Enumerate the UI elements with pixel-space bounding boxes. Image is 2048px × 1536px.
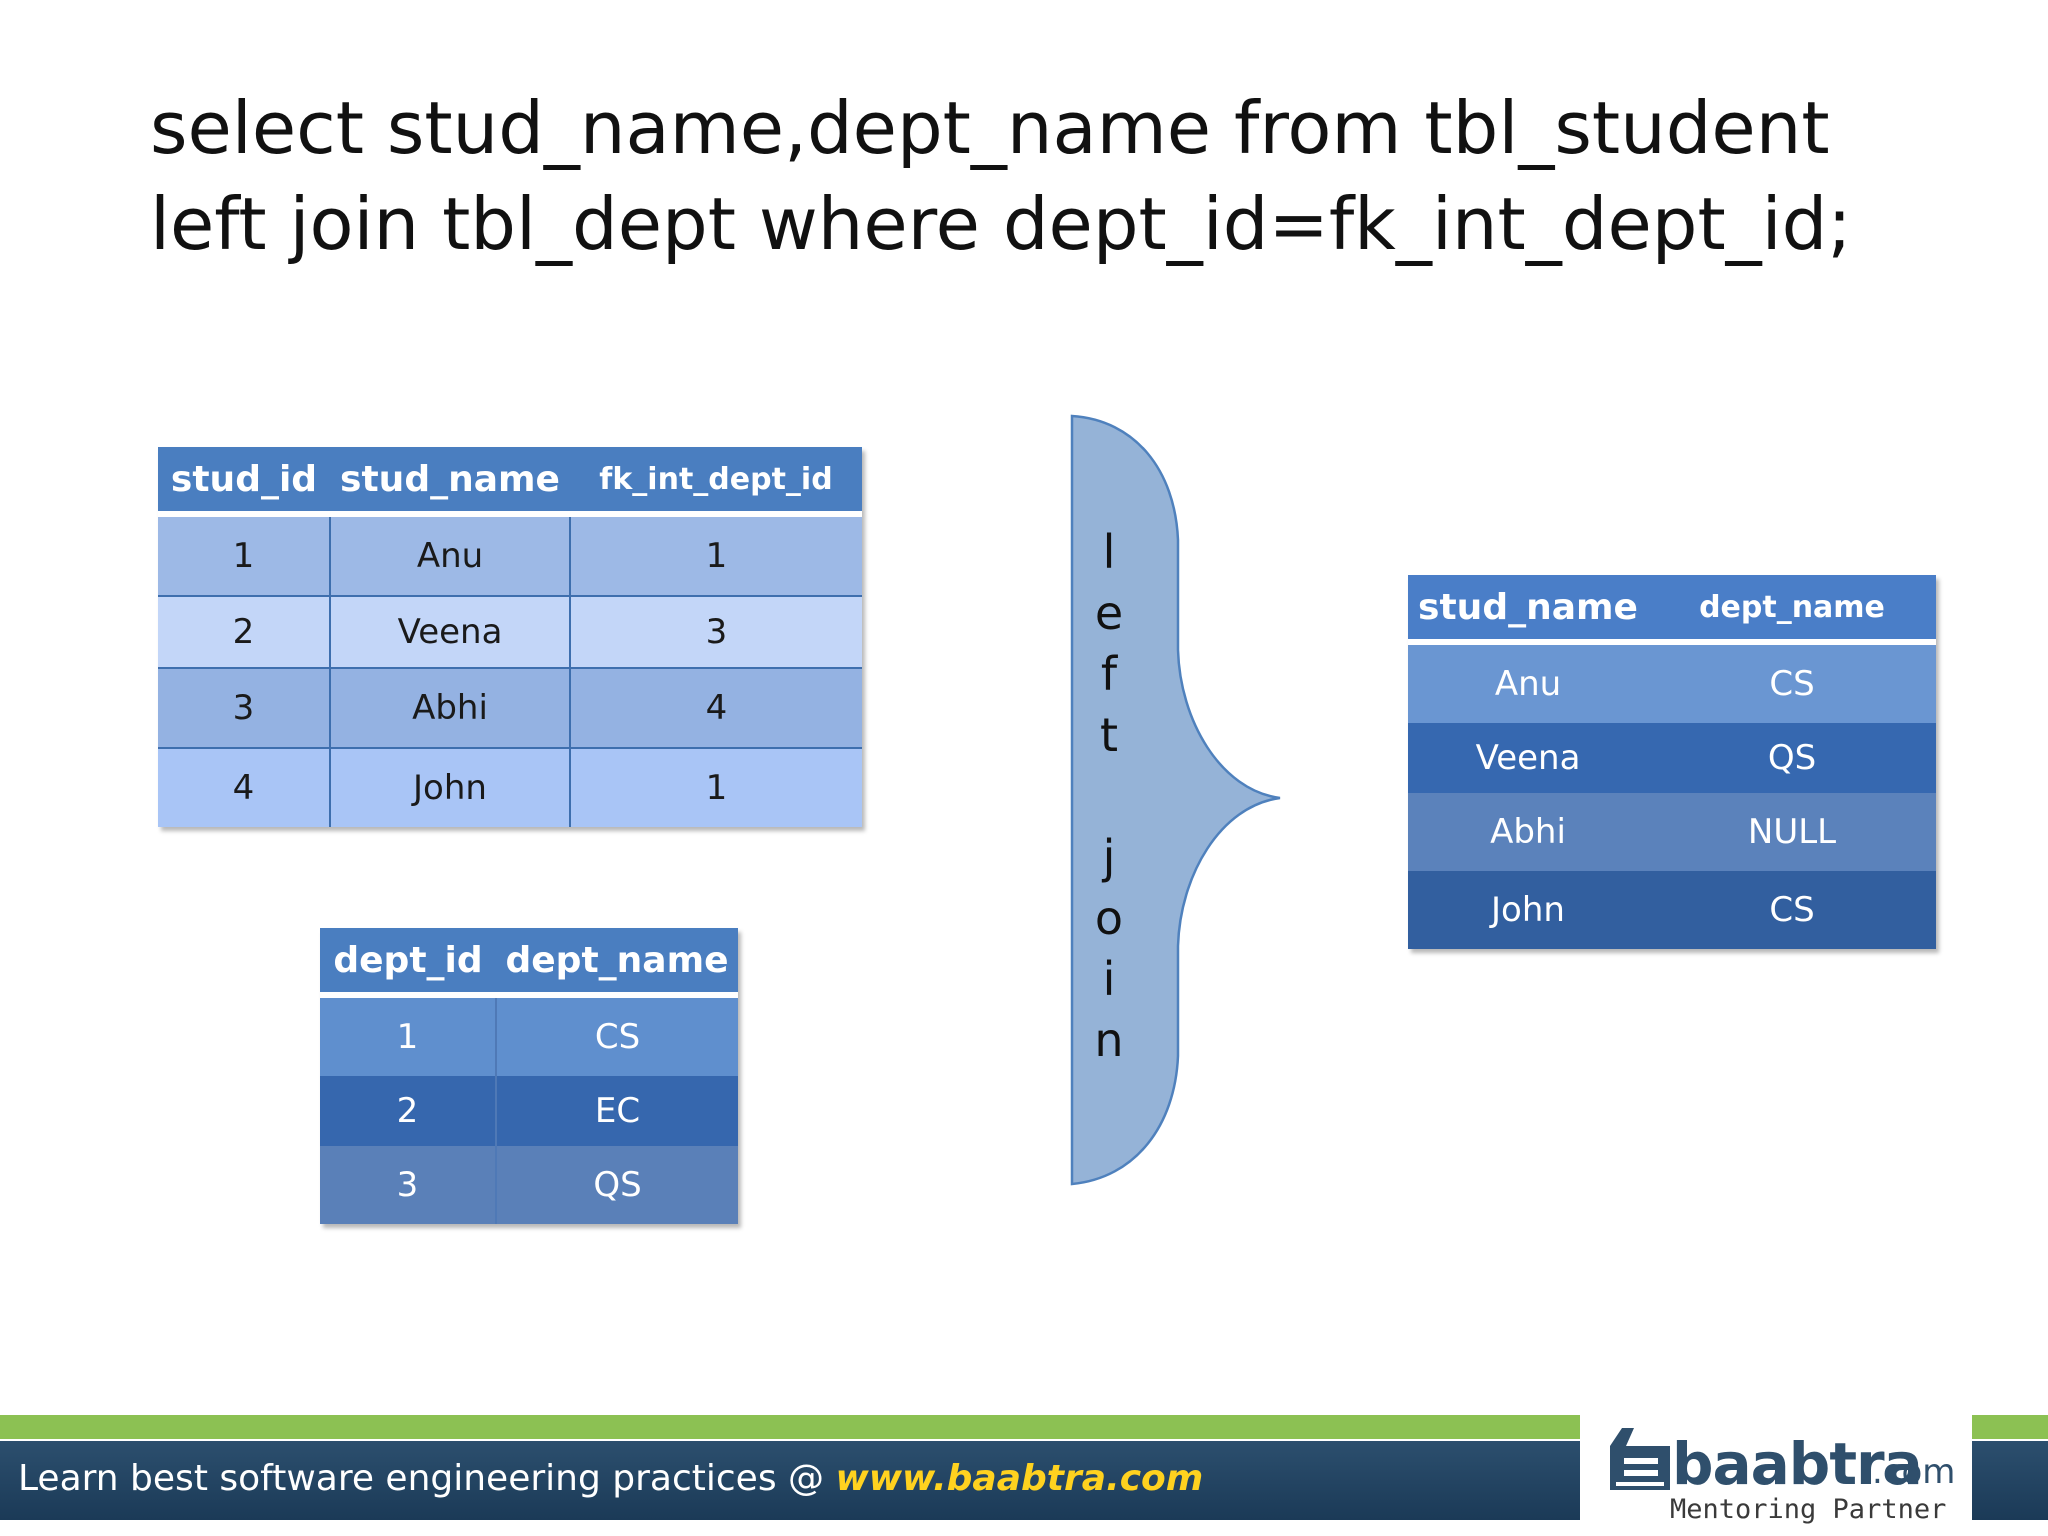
join-letter: i [1102, 952, 1116, 1006]
table-row: 4 John 1 [158, 747, 862, 827]
table-cell: Anu [1408, 642, 1648, 723]
table-cell: QS [496, 1146, 738, 1224]
join-letter: e [1094, 586, 1124, 640]
sql-query-line-1: select stud_name,dept_name from tbl_stud… [150, 86, 1830, 170]
table-cell: Abhi [1408, 793, 1648, 871]
table-cell: 1 [570, 513, 862, 596]
table-row: 3 Abhi 4 [158, 667, 862, 748]
result-table-header-row: stud_name dept_name [1408, 575, 1936, 645]
student-header-stud-id: stud_id [158, 447, 330, 517]
footer-tagline: Learn best software engineering practice… [18, 1458, 1203, 1499]
table-cell: Anu [330, 513, 571, 596]
table-cell: 1 [320, 995, 497, 1076]
result-header-stud-name: stud_name [1408, 575, 1648, 645]
table-cell: 3 [158, 667, 331, 748]
baabtra-logo-icon [1610, 1428, 1670, 1490]
join-letter: j [1102, 830, 1116, 884]
table-cell: 3 [570, 595, 862, 668]
footer-bar-right [1972, 1441, 2048, 1520]
join-letter: f [1100, 647, 1118, 701]
table-row: John CS [1408, 871, 1936, 949]
join-letter: l [1102, 525, 1116, 579]
footer-green-stripe [0, 1415, 1580, 1439]
logo-wordmark: baabtra [1672, 1430, 1923, 1498]
student-table-header-row: stud_id stud_name fk_int_dept_id [158, 447, 862, 517]
table-cell: John [1408, 871, 1648, 949]
table-cell: CS [1648, 642, 1936, 723]
logo-domain-suffix: .com [1872, 1452, 1956, 1492]
table-cell: 4 [570, 667, 862, 748]
student-header-fk-dept-id: fk_int_dept_id [570, 447, 862, 517]
join-letter [1064, 766, 1154, 827]
dept-header-dept-name: dept_name [496, 928, 738, 998]
table-cell: 4 [158, 747, 331, 827]
table-cell: QS [1648, 723, 1936, 793]
result-table: stud_name dept_name Anu CS Veena QS Abhi… [1408, 575, 1936, 949]
footer-green-stripe-right [1972, 1415, 2048, 1439]
baabtra-logo: baabtra .com Mentoring Partner [1598, 1410, 1958, 1530]
sql-query-line-2: left join tbl_dept where dept_id=fk_int_… [150, 182, 1852, 266]
student-header-stud-name: stud_name [330, 447, 570, 517]
left-join-brace-shape [1070, 414, 1281, 1186]
footer-url-link[interactable]: www.baabtra.com [835, 1458, 1204, 1499]
join-letter: t [1099, 708, 1119, 762]
table-cell: 3 [320, 1146, 497, 1224]
table-cell: 2 [320, 1076, 497, 1146]
table-cell: 1 [158, 513, 331, 596]
table-cell: CS [496, 995, 738, 1076]
table-cell: 1 [570, 747, 862, 827]
table-row: 1 Anu 1 [158, 513, 862, 596]
footer-text: Learn best software engineering practice… [18, 1458, 836, 1499]
sql-query: select stud_name,dept_name from tbl_stud… [150, 80, 1950, 272]
dept-table-header-row: dept_id dept_name [320, 928, 738, 998]
join-letter: n [1094, 1013, 1124, 1067]
table-cell: Veena [330, 595, 571, 668]
table-row: Anu CS [1408, 642, 1936, 723]
table-row: 2 Veena 3 [158, 595, 862, 668]
table-row: Abhi NULL [1408, 793, 1936, 871]
table-cell: CS [1648, 871, 1936, 949]
table-cell: 2 [158, 595, 331, 668]
logo-tagline: Mentoring Partner [1670, 1494, 1947, 1525]
table-cell: EC [496, 1076, 738, 1146]
footer-bar [0, 1441, 1580, 1520]
table-row: 2 EC [320, 1076, 738, 1146]
dept-table: dept_id dept_name 1 CS 2 EC 3 QS [320, 928, 738, 1224]
student-table: stud_id stud_name fk_int_dept_id 1 Anu 1… [158, 447, 862, 827]
left-join-label: l e f t j o i n [1064, 522, 1154, 1071]
table-cell: NULL [1648, 793, 1936, 871]
table-cell: John [330, 747, 571, 827]
result-header-dept-name: dept_name [1648, 575, 1936, 645]
table-row: Veena QS [1408, 723, 1936, 793]
dept-header-dept-id: dept_id [320, 928, 496, 998]
table-cell: Veena [1408, 723, 1648, 793]
table-row: 1 CS [320, 995, 738, 1076]
table-cell: Abhi [330, 667, 571, 748]
table-row: 3 QS [320, 1146, 738, 1224]
join-letter: o [1094, 891, 1124, 945]
